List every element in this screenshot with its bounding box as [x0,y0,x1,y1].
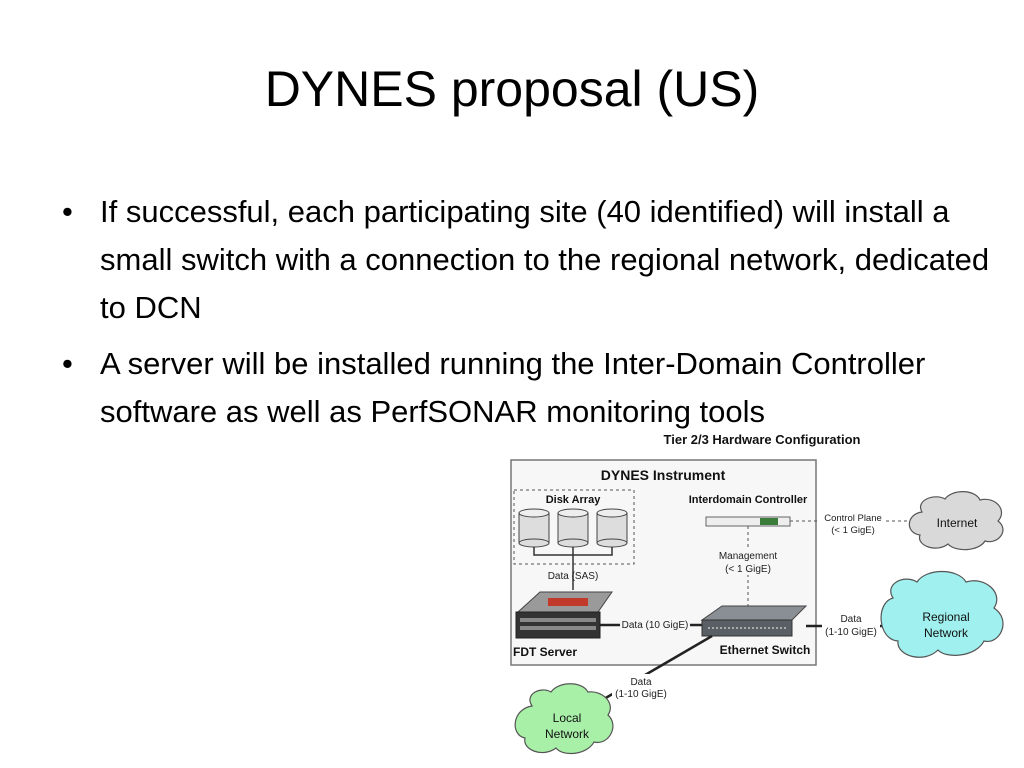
slide-title: DYNES proposal (US) [264,61,760,117]
bullet-marker: • [62,346,73,381]
data-local-speed: (1-10 GigE) [615,689,667,700]
label-bg [716,549,782,575]
management-speed: (< 1 GigE) [725,564,771,575]
internet-cloud-icon [908,491,1004,551]
fdt-server-icon [515,591,613,639]
local-network-cloud-icon [514,683,614,755]
internet-label: Internet [937,516,978,530]
idc-server-icon [705,516,791,527]
bullet-item: • If successful, each participating site… [62,188,1002,332]
local-label-line1: Local [553,711,582,725]
ethernet-switch-label: Ethernet Switch [720,643,811,657]
disk-icon [596,508,628,548]
data-regional-label: Data [840,614,862,625]
bullet-text: A server will be installed running the I… [100,346,926,429]
data-sas-label: Data (SAS) [548,571,599,582]
control-plane-speed: (< 1 GigE) [831,525,875,536]
disk-icon [557,508,589,548]
bullet-item: • A server will be installed running the… [62,340,1002,436]
bullet-marker: • [62,194,73,229]
regional-label-line1: Regional [922,610,969,624]
label-bg [612,674,670,700]
bullet-text: If successful, each participating site (… [100,194,990,325]
label-bg [820,511,886,537]
idc-label: Interdomain Controller [689,494,808,506]
disk-array-box [513,489,635,565]
ethernet-switch-icon [700,605,808,637]
disk-icon [518,508,550,548]
data-10g-label: Data (10 GigE) [622,620,689,631]
label-bg [620,617,690,631]
disk-array-label: Disk Array [546,494,602,506]
label-bg [822,611,880,639]
control-plane-label: Control Plane [824,513,882,524]
data-local-label: Data [630,677,652,688]
management-label: Management [719,551,778,562]
dynes-instrument-label: DYNES Instrument [601,467,726,483]
bullet-list: • If successful, each participating site… [62,188,1002,444]
regional-label-line2: Network [924,626,969,640]
local-label-line2: Network [545,727,590,741]
disk-connector [533,547,613,590]
fdt-server-label: FDT Server [513,645,577,659]
diagram-caption: Tier 2/3 Hardware Configuration [664,432,861,447]
data-regional-speed: (1-10 GigE) [825,627,877,638]
regional-network-cloud-icon [880,571,1004,658]
